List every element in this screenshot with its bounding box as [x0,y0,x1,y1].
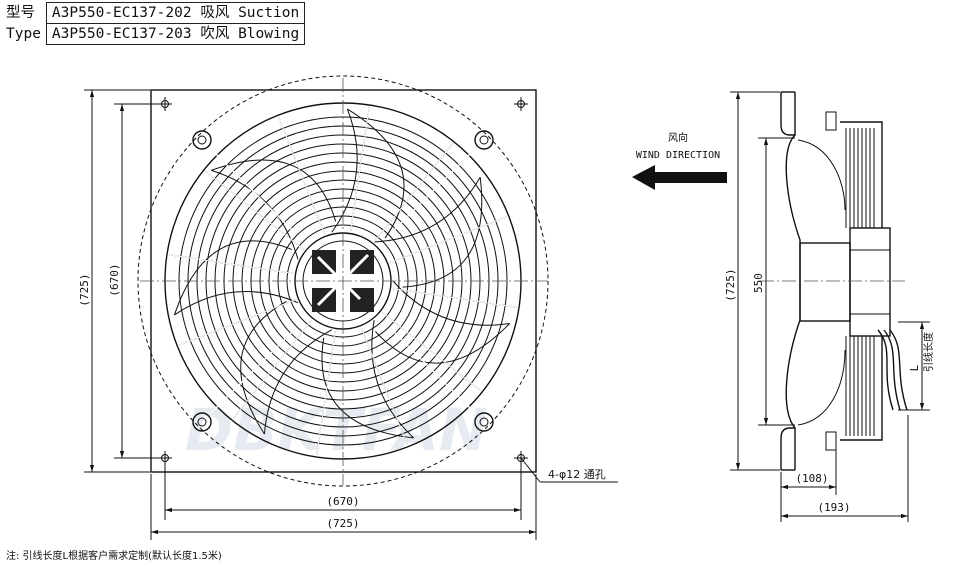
spec-table: 型号 A3P550-EC137-202 吸风 Suction Type A3P5… [4,2,306,45]
svg-text:(193): (193) [817,501,850,514]
side-guard-wires [845,128,875,436]
watermark: DBKTFAN [185,396,487,464]
svg-text:WIND DIRECTION: WIND DIRECTION [636,150,720,161]
fan-blades [173,108,511,439]
footnote: 注: 引线长度L根据客户需求定制(默认长度1.5米) [6,551,222,562]
svg-text:风向: 风向 [668,131,688,144]
side-dimensions: (725) 550 (108) (193) L 引线长度 [724,91,935,522]
svg-text:(670): (670) [108,263,121,296]
guard-spokes [168,106,518,456]
side-view [760,91,908,471]
front-dimensions: (725) (670) (670) (725) 4-φ12 通孔 [78,89,618,540]
spec-model: A3P550-EC137-203 吹风 Blowing [45,23,306,45]
svg-text:引线长度: 引线长度 [922,332,935,372]
svg-text:(725): (725) [78,273,91,306]
wind-arrow [632,165,727,190]
svg-text:(725): (725) [326,517,359,530]
svg-text:DBKTFAN: DBKTFAN [185,396,487,464]
hub-vents [312,250,374,312]
svg-text:550: 550 [752,273,765,293]
svg-text:(670): (670) [326,495,359,508]
svg-text:4-φ12 通孔: 4-φ12 通孔 [548,468,606,481]
wind-direction: 风向 WIND DIRECTION [632,131,727,190]
svg-text:L: L [908,364,921,371]
svg-text:(108): (108) [795,472,828,485]
spec-label: Type [4,23,47,45]
spec-row: Type A3P550-EC137-203 吹风 Blowing [4,23,306,45]
spec-label: 型号 [4,2,47,24]
front-view [137,75,549,487]
svg-text:(725): (725) [724,268,737,301]
mounting-lugs [192,130,494,432]
